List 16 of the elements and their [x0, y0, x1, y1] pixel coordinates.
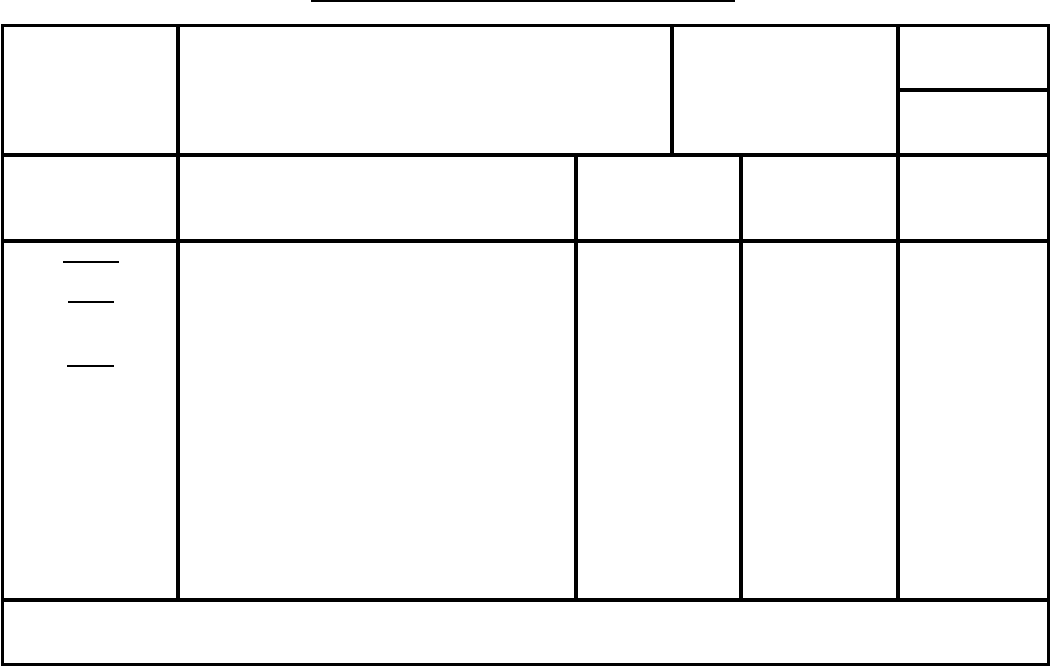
- form-cell: [897, 24, 1050, 91]
- form-cell: [177, 154, 577, 242]
- form-cell: [740, 240, 899, 601]
- form-cell: [897, 240, 1050, 601]
- form-cell: [575, 240, 742, 601]
- form-cell: [897, 89, 1050, 156]
- form-cell: [1, 154, 179, 242]
- form-cell: [1, 599, 1050, 666]
- form-cell: [177, 24, 673, 156]
- form-cell: [671, 24, 899, 156]
- form-cell: [897, 154, 1050, 242]
- form-cell: [1, 24, 179, 156]
- form-cell: [575, 154, 742, 242]
- form-cell: [177, 240, 577, 601]
- form-cell: [740, 154, 899, 242]
- form-cell: [1, 240, 179, 601]
